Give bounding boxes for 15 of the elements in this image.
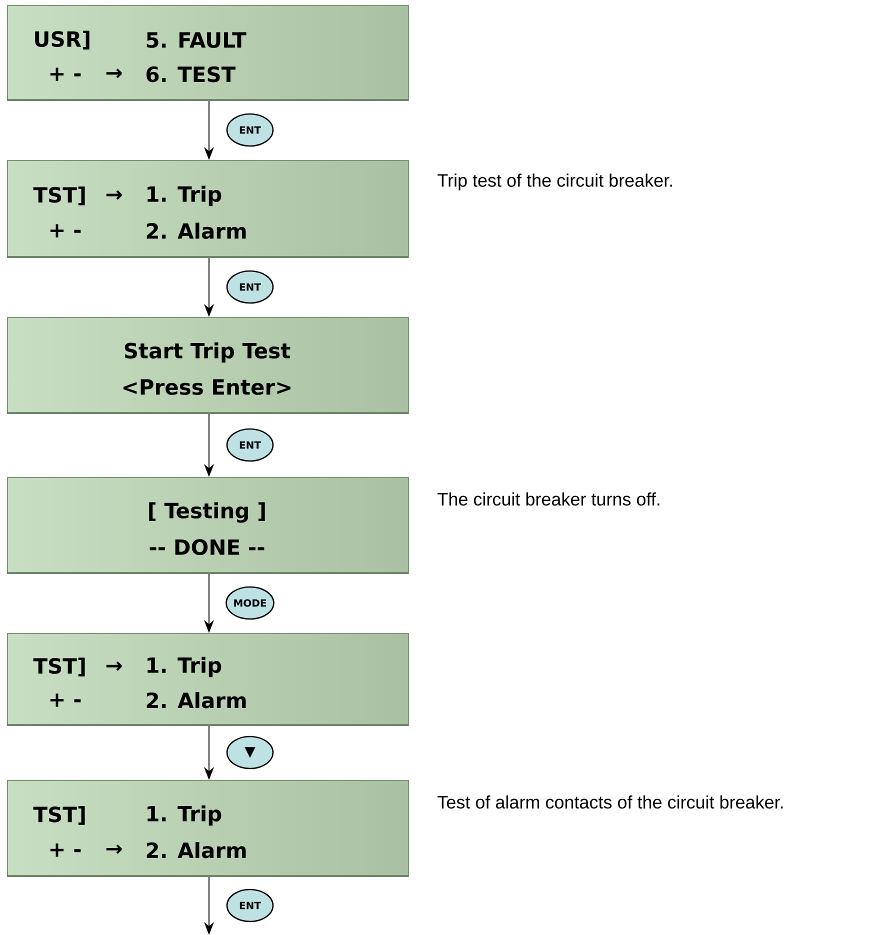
key-button: ENT bbox=[226, 270, 274, 304]
lcd-display: USR] 5. FAULT + - → 6. TEST bbox=[7, 5, 409, 101]
key-button: ENT bbox=[226, 888, 274, 922]
lcd-display: Start Trip Test <Press Enter> bbox=[7, 317, 409, 414]
lcd-display: [ Testing ] -- DONE -- bbox=[7, 477, 409, 574]
description-text: The circuit breaker turns off. bbox=[438, 492, 660, 506]
key-button: ENT bbox=[226, 428, 274, 462]
key-button: ▼ bbox=[226, 736, 274, 770]
lcd-display: TST] → 1. Trip + - 2. Alarm bbox=[7, 633, 409, 726]
key-button: MODE bbox=[226, 586, 274, 620]
lcd-display: TST] → 1. Trip + - 2. Alarm bbox=[7, 160, 409, 258]
lcd-display: TST] 1. Trip + - → 2. Alarm bbox=[7, 780, 409, 877]
description-text: Trip test of the circuit breaker. bbox=[438, 174, 672, 190]
key-button: ENT bbox=[226, 113, 274, 147]
description-text: Test of alarm contacts of the circuit breaker. bbox=[438, 795, 783, 809]
